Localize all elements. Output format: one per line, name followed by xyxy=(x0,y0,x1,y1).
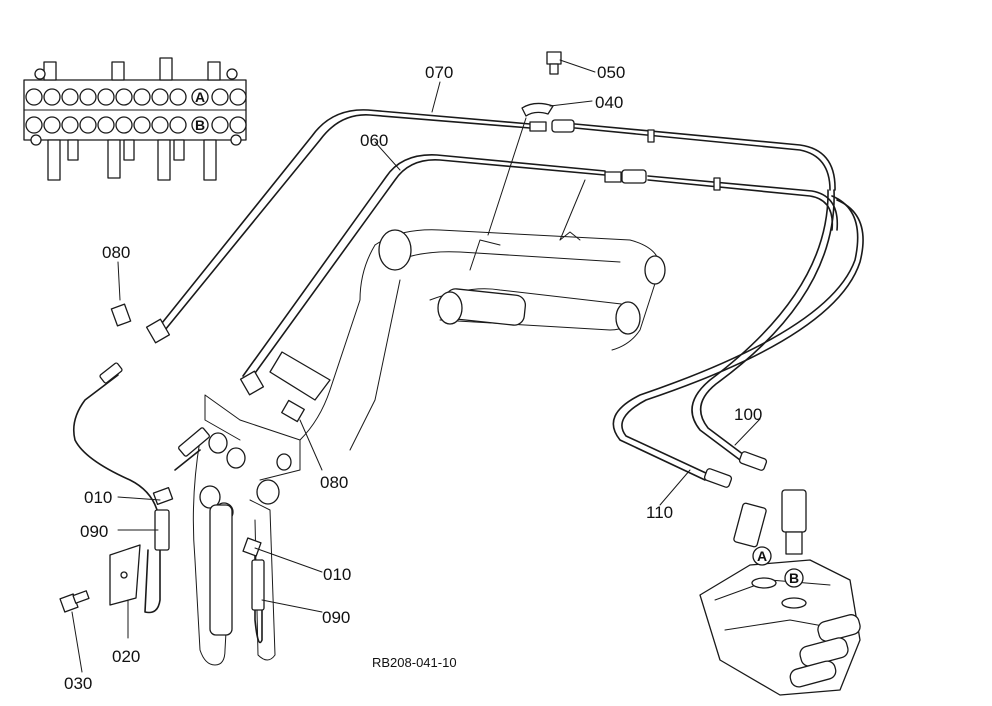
control-valve-bottom: A B xyxy=(699,489,861,696)
label-070: 070 xyxy=(425,63,453,82)
control-valve-inset: A B xyxy=(23,57,247,181)
label-090-left: 090 xyxy=(80,522,108,541)
inset-port-a-label: A xyxy=(195,89,205,105)
label-080-top: 080 xyxy=(102,243,130,262)
hose-070 xyxy=(157,109,836,331)
valve-port-circles xyxy=(25,88,247,134)
plate-020 xyxy=(109,544,141,606)
boom-outline xyxy=(299,229,666,451)
valve-port-b-label: B xyxy=(789,570,799,586)
fitting-080-left xyxy=(110,303,132,327)
label-030: 030 xyxy=(64,674,92,693)
label-110: 110 xyxy=(646,503,673,522)
label-040: 040 xyxy=(595,93,623,112)
bolt-030 xyxy=(59,590,90,613)
hose-060 xyxy=(242,154,839,381)
label-010-right: 010 xyxy=(323,565,351,584)
drawing-reference: RB208-041-10 xyxy=(372,655,457,670)
hose-100 xyxy=(691,189,835,471)
inset-port-b-label: B xyxy=(195,117,205,133)
label-050: 050 xyxy=(597,63,625,82)
hose-090-left xyxy=(72,362,174,614)
label-100: 100 xyxy=(734,405,762,424)
label-010-left: 010 xyxy=(84,488,112,507)
part-labels: 050 040 070 060 080 080 100 110 010 010 … xyxy=(64,63,762,693)
leader-lines xyxy=(71,59,761,673)
hose-090-right xyxy=(174,427,265,644)
label-060: 060 xyxy=(360,131,388,150)
hose-110 xyxy=(612,195,864,488)
fitting-080-right xyxy=(281,399,305,423)
label-020: 020 xyxy=(112,647,140,666)
valve-port-a-label: A xyxy=(757,548,767,564)
clamps xyxy=(145,51,586,396)
lower-arm-outline xyxy=(192,351,331,666)
label-090-right: 090 xyxy=(322,608,350,627)
label-080-bottom: 080 xyxy=(320,473,348,492)
